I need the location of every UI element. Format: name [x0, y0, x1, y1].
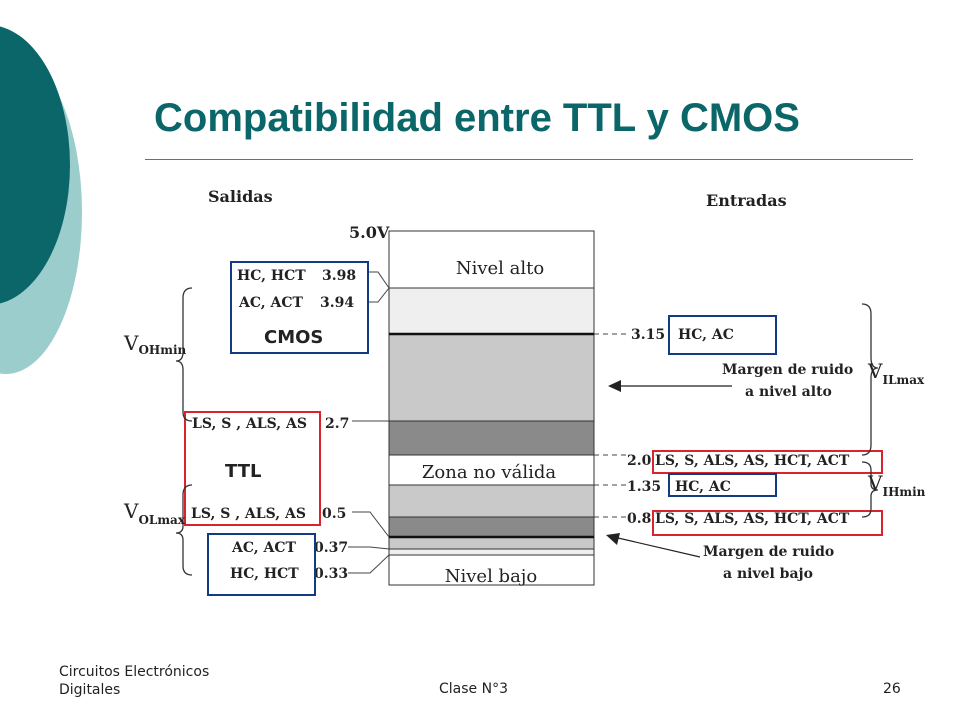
zone-low-label: Nivel bajo — [445, 566, 537, 587]
band-cmos-high-margin — [388, 287, 595, 335]
voltage-column — [388, 230, 595, 586]
input-all-low-value: 0.8 — [627, 511, 651, 527]
band-ttl-low-margin — [388, 516, 595, 538]
output-ac-act-high-family: AC, ACT — [238, 295, 304, 311]
footer-course-line2: Digitales — [59, 682, 121, 698]
supply-voltage-label: 5.0V — [349, 223, 390, 242]
output-ac-act-low-family: AC, ACT — [231, 540, 297, 556]
input-hc-ac-low-value: 1.35 — [627, 479, 661, 495]
brace-vol-max — [175, 484, 193, 576]
band-high-level — [388, 230, 595, 289]
brace-vil-max — [861, 303, 879, 456]
leader-ac-act-high — [368, 287, 390, 303]
band-low-level — [388, 554, 595, 586]
output-hc-hct-low-value: 0.33 — [314, 566, 348, 582]
output-hc-hct-high-family: HC, HCT — [237, 268, 306, 284]
logic-level-diagram: Salidas Entradas 5.0V Nivel alto Zona no… — [123, 187, 926, 596]
ttl-output-box — [184, 411, 321, 526]
output-hc-hct-high-value: 3.98 — [322, 268, 356, 284]
voh-min-label: VOHmin — [123, 331, 187, 357]
footer-lecture: Clase N°3 — [439, 681, 508, 697]
brace-vih-min — [861, 461, 879, 518]
noise-low-arrow — [617, 537, 701, 558]
leader-hc-hct-low — [348, 554, 390, 574]
input-hc-ac-low-family: HC, AC — [675, 479, 731, 495]
footer-course: Circuitos Electrónicos Digitales — [59, 663, 209, 699]
output-ttl-low-family: LS, S , ALS, AS — [191, 506, 306, 522]
brace-voh-min — [175, 287, 193, 422]
output-ac-act-high-value: 3.94 — [320, 295, 354, 311]
input-hc-ac-high-value: 3.15 — [631, 327, 665, 343]
footer-page-number: 26 — [883, 681, 901, 697]
output-ttl-high-value: 2.7 — [325, 416, 349, 432]
cmos-output-box — [230, 261, 369, 354]
title-divider — [145, 159, 913, 160]
zone-high-label: Nivel alto — [456, 258, 544, 279]
leader-ttl-low — [352, 511, 390, 538]
band-ttl-high-margin — [388, 420, 595, 456]
band-low-noise-margin — [388, 484, 595, 518]
output-ac-act-low-value: 0.37 — [314, 540, 348, 556]
outputs-header: Salidas — [208, 187, 273, 206]
teal-dark-shape — [0, 26, 70, 304]
input-hc-ac-high-family: HC, AC — [678, 327, 734, 343]
band-cmos-low-margin — [388, 536, 595, 550]
vih-min-label: VIHmin — [867, 471, 926, 499]
leader-ac-act-low — [348, 546, 390, 550]
cmos-low-output-box — [207, 533, 316, 596]
noise-low-line2: a nivel bajo — [723, 566, 813, 582]
noise-low-arrowhead — [606, 533, 620, 545]
band-high-noise-margin — [388, 333, 595, 422]
footer-course-line1: Circuitos Electrónicos — [59, 664, 210, 680]
leader-hc-hct-high — [368, 271, 390, 289]
noise-high-arrowhead — [608, 380, 621, 392]
slide-title: Compatibilidad entre TTL y CMOS — [154, 96, 800, 140]
input-all-low-family: LS, S, ALS, AS, HCT, ACT — [655, 511, 850, 527]
cmos-box-label: CMOS — [264, 327, 323, 348]
cmos-input-box-high — [668, 315, 777, 355]
noise-high-line2: a nivel alto — [745, 384, 832, 400]
ttl-input-box-low — [652, 510, 883, 536]
cmos-input-box-low — [668, 473, 777, 497]
vol-max-label: VOLmax — [123, 499, 186, 527]
zone-invalid-label: Zona no válida — [422, 462, 556, 483]
output-ttl-high-family: LS, S , ALS, AS — [192, 416, 307, 432]
vil-max-label: VILmax — [867, 359, 925, 387]
inputs-header: Entradas — [706, 191, 787, 210]
input-all-high-value: 2.0 — [627, 453, 652, 469]
decorative-teal-shapes — [0, 26, 82, 374]
band-cmos-low-thin — [388, 548, 595, 556]
noise-low-line1: Margen de ruido — [703, 544, 834, 560]
input-all-high-family: LS, S, ALS, AS, HCT, ACT — [655, 453, 850, 469]
ttl-box-label: TTL — [225, 461, 261, 482]
output-hc-hct-low-family: HC, HCT — [230, 566, 299, 582]
output-ttl-low-value: 0.5 — [322, 506, 346, 522]
noise-high-line1: Margen de ruido — [722, 362, 853, 378]
band-invalid-zone — [388, 454, 595, 486]
